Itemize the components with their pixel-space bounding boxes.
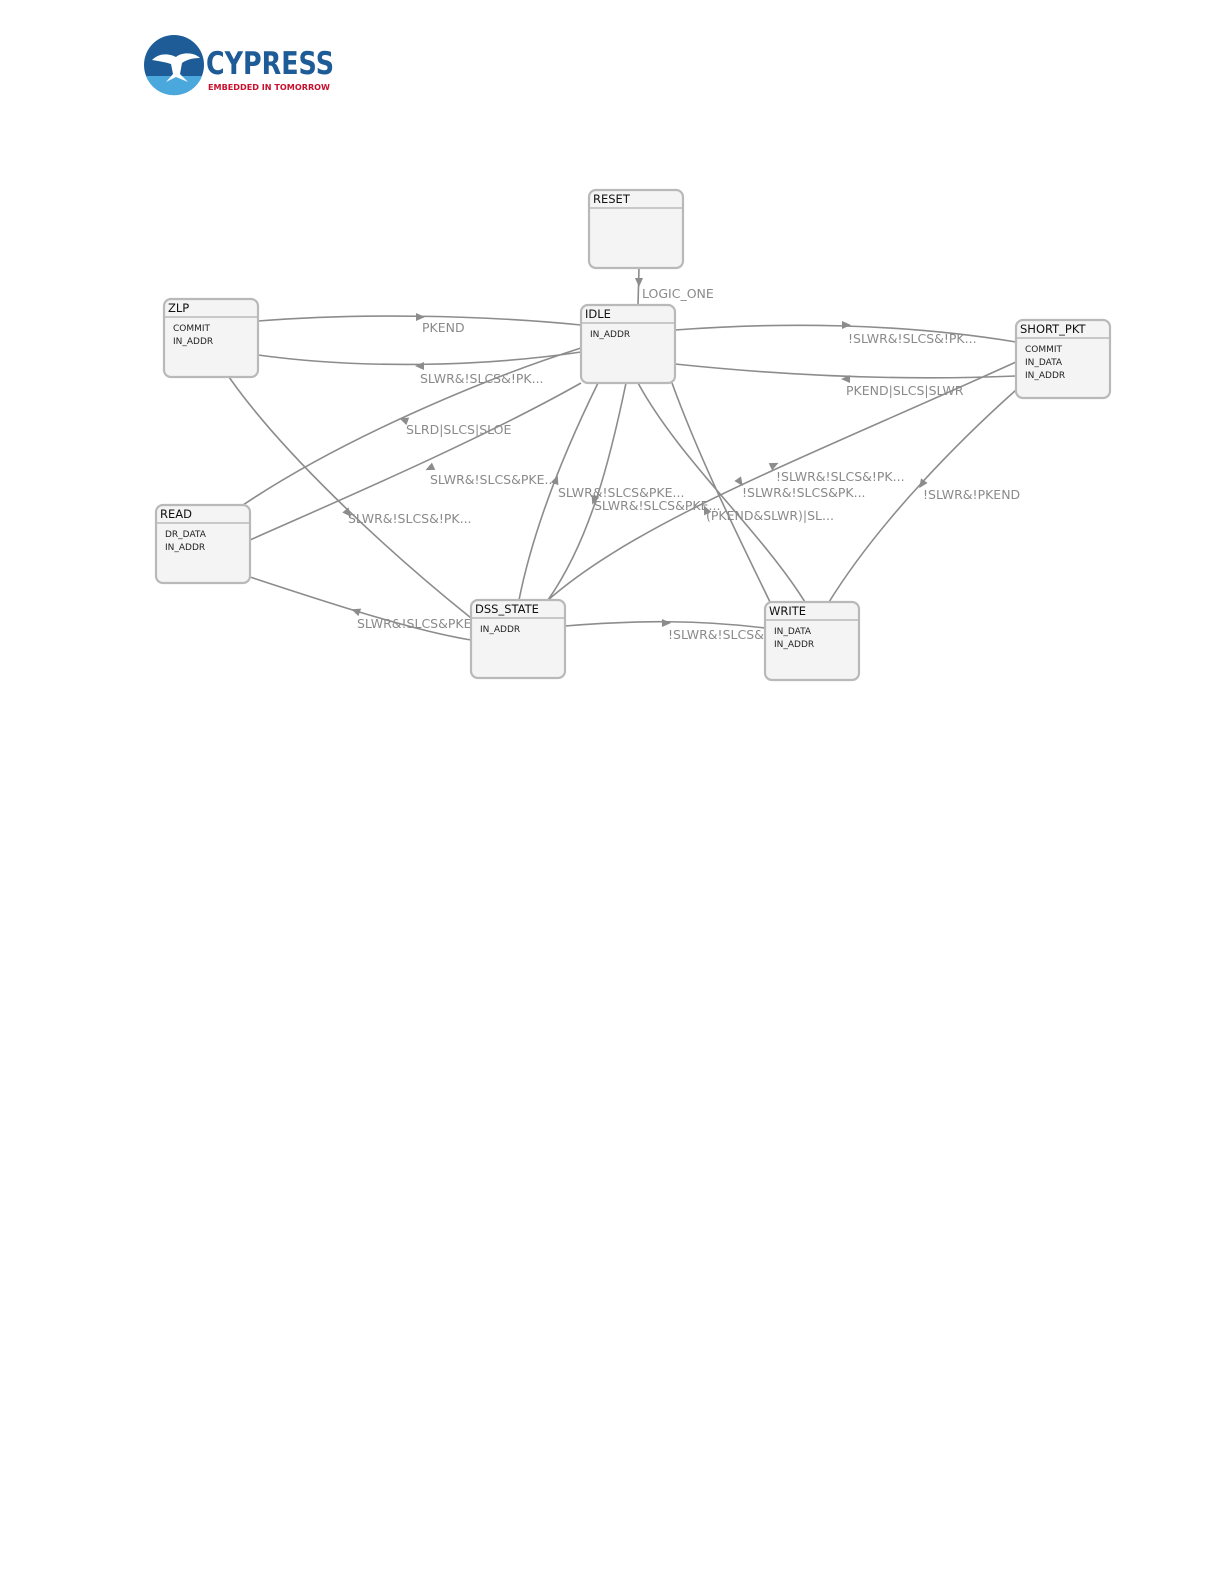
transition-label: !SLWR&!SLCS&!PK... bbox=[776, 469, 905, 484]
transition-arrow-icon bbox=[351, 608, 362, 617]
transition-arrow-icon bbox=[425, 462, 436, 471]
state-output: IN_ADDR bbox=[774, 640, 814, 650]
state-output: IN_DATA bbox=[774, 627, 812, 637]
state-nodes: RESETIDLEIN_ADDRZLPCOMMITIN_ADDRSHORT_PK… bbox=[154, 188, 1112, 682]
state-idle[interactable]: IDLE IN_ADDR bbox=[579, 303, 677, 385]
transition-label: SLRD|SLCS|SLOE bbox=[406, 422, 511, 437]
transition-labels: LOGIC_ONE PKEND SLWR&!SLCS&!PK... !SLWR&!SL… bbox=[348, 286, 1020, 642]
state-name: READ bbox=[160, 507, 192, 521]
logo-tree bbox=[152, 53, 200, 82]
state-write[interactable]: WRITE IN_DATA IN_ADDR bbox=[763, 600, 861, 682]
state-output: DR_DATA bbox=[165, 530, 207, 540]
state-box bbox=[1014, 318, 1112, 400]
state-output: IN_ADDR bbox=[165, 543, 205, 553]
logo-globe-lower bbox=[146, 76, 202, 96]
transition-label: SLWR&!SLCS&!PK... bbox=[420, 371, 544, 386]
state-box bbox=[469, 598, 567, 680]
state-short_pkt[interactable]: SHORT_PKT COMMIT IN_DATA IN_ADDR bbox=[1014, 318, 1112, 400]
transition-idle-to-read bbox=[249, 382, 582, 541]
state-box bbox=[579, 303, 677, 385]
state-output: IN_ADDR bbox=[173, 337, 213, 347]
transition-arrow-icon bbox=[342, 507, 352, 517]
globe-tree-icon bbox=[144, 35, 204, 96]
transition-arrow-icon bbox=[662, 619, 671, 627]
transition-reset-to-idle bbox=[637, 267, 640, 306]
logo-wordmark: CYPRESS bbox=[206, 46, 334, 82]
state-box bbox=[587, 188, 685, 270]
state-output: COMMIT bbox=[1025, 345, 1063, 355]
transition-label: !SLWR&!PKEND bbox=[923, 487, 1020, 502]
transition-label: PKEND bbox=[422, 320, 465, 335]
state-name: ZLP bbox=[168, 301, 189, 315]
transition-arrow-icon bbox=[768, 462, 779, 471]
state-dss_state[interactable]: DSS_STATE IN_ADDR bbox=[469, 598, 567, 680]
transition-idle-to-short_pkt bbox=[674, 324, 1017, 343]
transition-read-to-idle bbox=[242, 347, 582, 506]
transition-dss_state-to-write bbox=[564, 620, 766, 629]
transition-zlp-to-dss_state bbox=[228, 376, 472, 619]
state-name: WRITE bbox=[769, 604, 806, 618]
transition-write-to-idle bbox=[671, 382, 771, 603]
transition-arrow-icon bbox=[919, 478, 928, 489]
transition-label: PKEND|SLCS|SLWR bbox=[846, 383, 964, 398]
state-name: RESET bbox=[593, 192, 631, 206]
transition-arrow-icon bbox=[415, 362, 424, 370]
state-box bbox=[162, 297, 260, 379]
state-read[interactable]: READ DR_DATA IN_ADDR bbox=[154, 503, 252, 585]
transition-dss_state-to-read bbox=[249, 576, 472, 641]
transition-dss_state-to-short_pkt bbox=[547, 361, 1017, 601]
state-output: IN_ADDR bbox=[590, 330, 630, 340]
transition-arrow-icon bbox=[841, 375, 850, 383]
transition-arrow-icon bbox=[842, 321, 851, 329]
cypress-logo: CYPRESS EMBEDDED IN TOMORROW bbox=[144, 35, 334, 96]
state-name: SHORT_PKT bbox=[1020, 322, 1087, 336]
transition-label: SLWR&!SLCS&!PK... bbox=[348, 511, 472, 526]
transition-idle-to-zlp bbox=[257, 351, 582, 366]
transition-arrow-icon bbox=[399, 417, 410, 426]
transition-arrow-icon bbox=[703, 505, 712, 516]
transition-arrow-icon bbox=[635, 278, 643, 287]
logo-tagline: EMBEDDED IN TOMORROW bbox=[208, 82, 330, 92]
state-output: IN_ADDR bbox=[480, 625, 520, 635]
transition-label: !SLWR&!SLCS&!PK... bbox=[848, 331, 977, 346]
transition-label: !SLWR&!SLCS&PK... bbox=[742, 485, 866, 500]
state-zlp[interactable]: ZLP COMMIT IN_ADDR bbox=[162, 297, 260, 379]
transition-arrow-icon bbox=[550, 475, 559, 486]
transition-label: SLWR&!SLCS&PKE... bbox=[594, 498, 720, 513]
transition-label: !SLWR&!SLCS&P... bbox=[668, 627, 781, 642]
transition-short_pkt-to-idle bbox=[674, 363, 1017, 379]
state-output: COMMIT bbox=[173, 324, 211, 334]
state-name: IDLE bbox=[585, 307, 611, 321]
transition-label: SLWR&!SLCS&PKE... bbox=[430, 472, 556, 487]
transition-arrow-icon bbox=[591, 494, 600, 505]
state-output: IN_ADDR bbox=[1025, 371, 1065, 381]
transition-arrow-icon bbox=[734, 476, 743, 487]
transition-edges bbox=[228, 267, 1017, 641]
state-reset[interactable]: RESET bbox=[587, 188, 685, 270]
transition-label: LOGIC_ONE bbox=[642, 286, 714, 301]
state-box bbox=[154, 503, 252, 585]
transition-label: (PKEND&SLWR)|SL... bbox=[706, 508, 834, 523]
state-box bbox=[763, 600, 861, 682]
transition-arrow-icon bbox=[416, 313, 425, 321]
state-output: IN_DATA bbox=[1025, 358, 1063, 368]
transition-label: SLWR&!SLCS&PKE... bbox=[357, 616, 483, 631]
state-name: DSS_STATE bbox=[475, 602, 539, 616]
transition-label: SLWR&!SLCS&PKE... bbox=[558, 485, 684, 500]
